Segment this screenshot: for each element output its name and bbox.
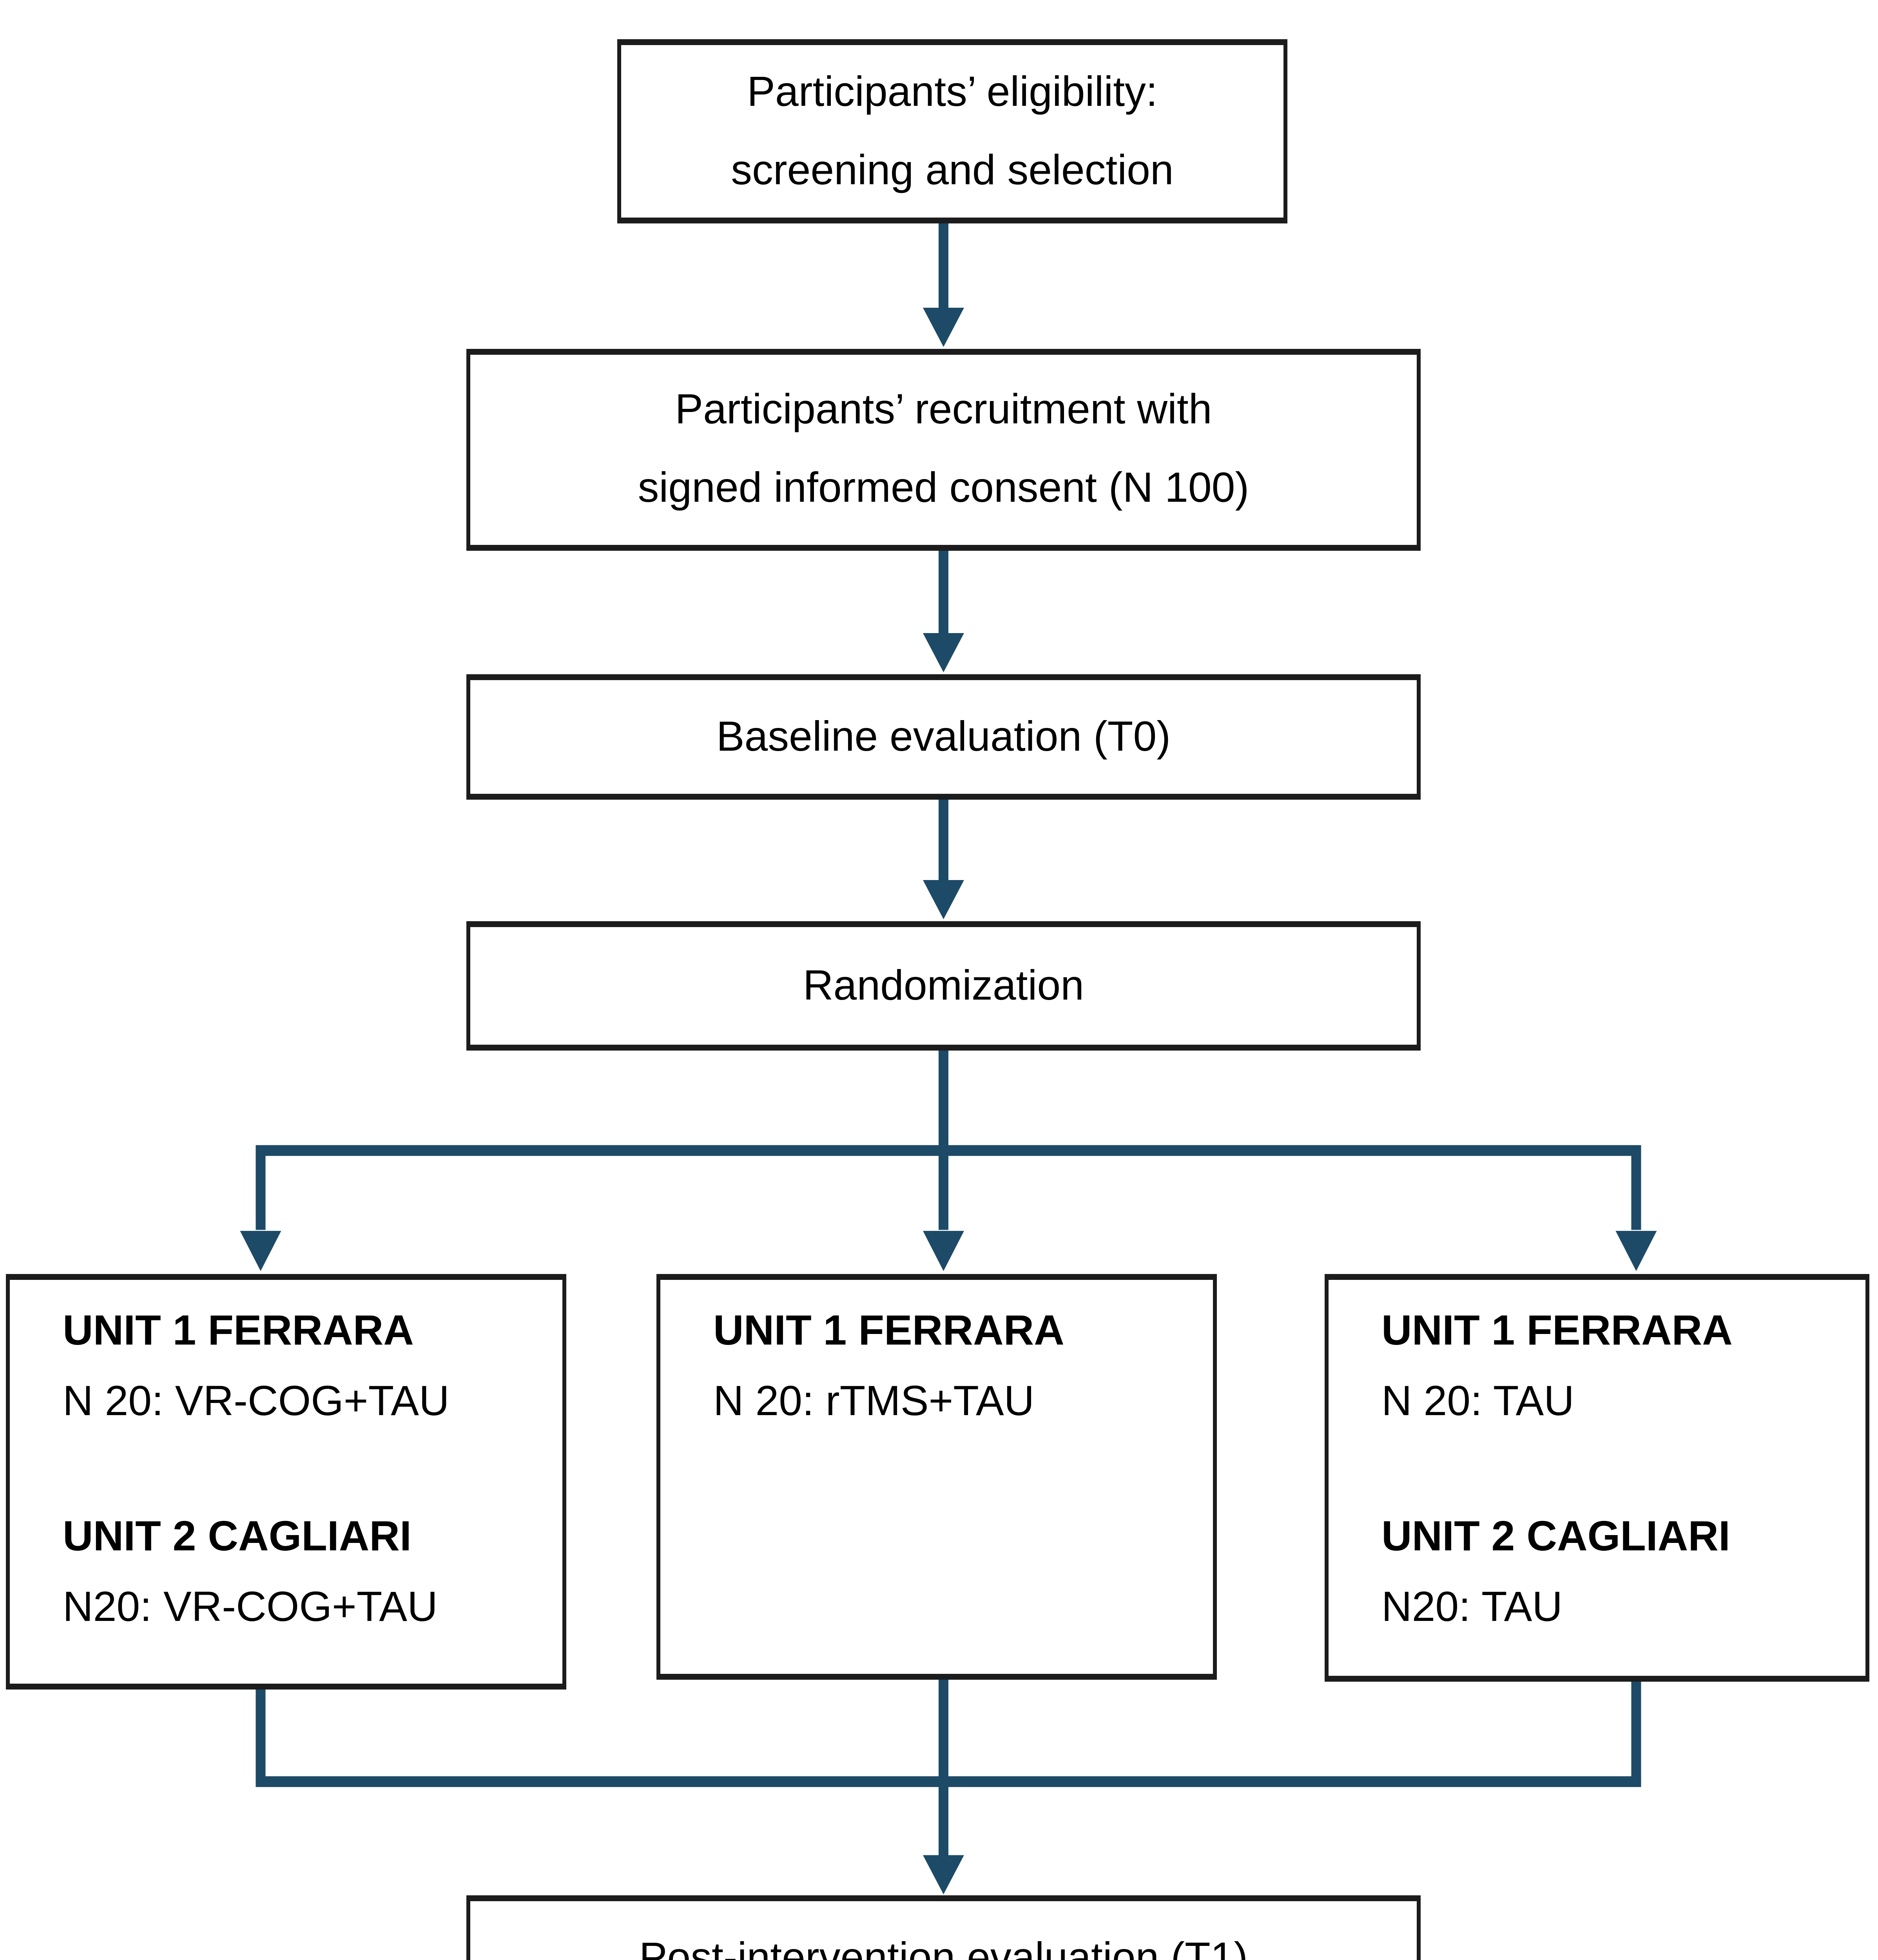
- node-branch-rtms: UNIT 1 FERRARA N 20: rTMS+TAU: [656, 1274, 1217, 1680]
- node-recruitment-line1: Participants’ recruitment with: [675, 386, 1212, 433]
- arrowhead-recruitment-baseline: [923, 633, 964, 673]
- unit-group: UNIT 2 CAGLIARI N20: TAU: [1381, 1501, 1730, 1642]
- unit-detail: N20: TAU: [1381, 1584, 1563, 1631]
- unit-title: UNIT 2 CAGLIARI: [63, 1513, 411, 1560]
- arrowhead-merge-post-intervention: [923, 1855, 964, 1895]
- node-recruitment: Participants’ recruitment with signed in…: [466, 349, 1421, 551]
- unit-title: UNIT 2 CAGLIARI: [1381, 1513, 1730, 1560]
- arrowhead-branch-mid: [923, 1230, 964, 1271]
- node-post-intervention-label: Post-intervention evaluation (T1): [639, 1935, 1248, 1960]
- unit-detail: N20: VR-COG+TAU: [63, 1584, 438, 1631]
- unit-group: UNIT 1 FERRARA N 20: TAU: [1381, 1296, 1733, 1437]
- unit-title: UNIT 1 FERRARA: [713, 1307, 1064, 1354]
- arrowhead-baseline-randomization: [923, 880, 964, 920]
- unit-detail: N 20: VR-COG+TAU: [63, 1378, 450, 1425]
- unit-group: UNIT 1 FERRARA N 20: VR-COG+TAU: [63, 1296, 450, 1437]
- node-randomization: Randomization: [466, 921, 1421, 1051]
- node-baseline-label: Baseline evaluation (T0): [716, 712, 1171, 760]
- node-post-intervention: Post-intervention evaluation (T1): [466, 1895, 1421, 1960]
- node-eligibility-line2: screening and selection: [731, 146, 1174, 193]
- unit-title: UNIT 1 FERRARA: [63, 1307, 414, 1354]
- node-recruitment-line2: signed informed consent (N 100): [638, 465, 1249, 512]
- arrowhead-branch-left: [240, 1230, 281, 1271]
- unit-group: UNIT 2 CAGLIARI N20: VR-COG+TAU: [63, 1501, 438, 1642]
- unit-detail: N 20: rTMS+TAU: [713, 1378, 1035, 1425]
- node-baseline-evaluation: Baseline evaluation (T0): [466, 674, 1421, 800]
- node-eligibility-line1: Participants’ eligibility:: [747, 67, 1158, 115]
- unit-group: UNIT 1 FERRARA N 20: rTMS+TAU: [713, 1296, 1064, 1437]
- node-eligibility: Participants’ eligibility: screening and…: [617, 39, 1287, 223]
- unit-detail: N 20: TAU: [1381, 1378, 1574, 1425]
- node-branch-vrcog: UNIT 1 FERRARA N 20: VR-COG+TAU UNIT 2 C…: [6, 1274, 566, 1690]
- arrowhead-branch-right: [1615, 1230, 1657, 1271]
- node-randomization-label: Randomization: [803, 961, 1084, 1009]
- unit-title: UNIT 1 FERRARA: [1381, 1307, 1733, 1354]
- arrowhead-eligibility-recruitment: [923, 308, 964, 347]
- node-branch-tau: UNIT 1 FERRARA N 20: TAU UNIT 2 CAGLIARI…: [1325, 1274, 1869, 1682]
